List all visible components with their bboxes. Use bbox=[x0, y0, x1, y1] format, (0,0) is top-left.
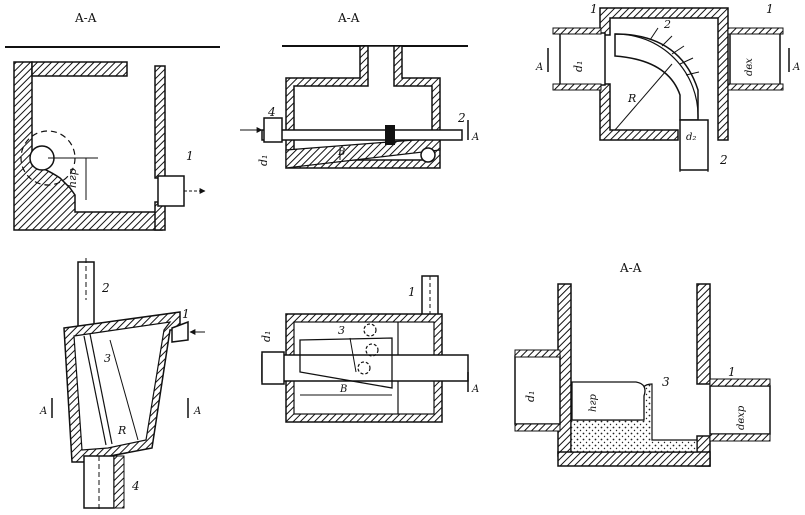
grate-bar bbox=[349, 337, 357, 373]
side-inlet bbox=[171, 320, 189, 343]
grate-line-2 bbox=[89, 333, 113, 445]
step-block bbox=[571, 381, 646, 421]
label-h: hгр bbox=[588, 394, 599, 412]
top-pipe bbox=[77, 261, 95, 333]
figure-2-title: A-A bbox=[337, 11, 360, 25]
label-R: R bbox=[117, 424, 126, 437]
bend-arc bbox=[614, 33, 699, 119]
label-cut-right: A bbox=[792, 62, 800, 73]
label-pipe-1: 1 bbox=[408, 285, 416, 299]
radius-line bbox=[109, 339, 139, 441]
inlet-wall-bottom bbox=[514, 423, 561, 432]
label-cut-left: A bbox=[535, 62, 543, 73]
through-pipe bbox=[261, 129, 463, 141]
grate-trapezoid bbox=[299, 337, 393, 389]
pipe-wall-bottom-r bbox=[727, 83, 784, 91]
arc-hatching bbox=[649, 27, 700, 76]
label-pipe-in-1: 1 bbox=[590, 2, 598, 16]
figure-4-inclined-chamber: 2 3 R 1 4 A A bbox=[39, 258, 205, 512]
label-cut-left: A bbox=[39, 406, 47, 417]
label-d1: d₁ bbox=[260, 331, 273, 342]
drain-circle bbox=[420, 147, 436, 163]
outlet-pipe bbox=[157, 175, 185, 207]
label-B: B bbox=[337, 147, 345, 158]
outlet-pipe-right bbox=[729, 32, 781, 86]
label-cut-right: A bbox=[193, 406, 201, 417]
radius-line bbox=[614, 63, 673, 131]
inlet-pipe-left bbox=[559, 32, 606, 86]
grate-line-1 bbox=[83, 335, 107, 446]
inlet-fitting bbox=[263, 117, 283, 143]
label-pipe-4: 4 bbox=[267, 105, 276, 119]
chamber-wall-hatched bbox=[13, 61, 163, 231]
label-grate-3: 3 bbox=[338, 324, 345, 337]
bend-elbow bbox=[614, 33, 699, 121]
label-d1: d₁ bbox=[257, 155, 270, 166]
label-R: R bbox=[627, 92, 636, 105]
bottom-slab bbox=[557, 451, 711, 467]
bend-box-bottom bbox=[599, 83, 679, 141]
outlet-wall-top bbox=[709, 378, 771, 387]
label-d1: d₁ bbox=[524, 391, 537, 402]
label-pipe-2: 2 bbox=[101, 281, 110, 295]
label-sediment-3: 3 bbox=[662, 375, 670, 389]
label-pipe-1: 1 bbox=[728, 365, 736, 379]
label-h: hгр bbox=[66, 168, 79, 188]
label-pipe-2: 2 bbox=[457, 111, 466, 125]
pipe-flange bbox=[261, 351, 285, 385]
label-d1: d₁ bbox=[572, 61, 585, 72]
grate-dashed-circles bbox=[357, 323, 379, 375]
bottom-pipe-wall bbox=[113, 455, 125, 509]
figure-1-title: A-A bbox=[74, 11, 97, 25]
label-pipe-4: 4 bbox=[131, 479, 140, 493]
figure-6-title: A-A bbox=[619, 261, 642, 275]
label-pipe-out-1: 1 bbox=[766, 2, 774, 16]
pipe-wall-top bbox=[552, 27, 602, 35]
label-dvx: dвх bbox=[744, 58, 755, 76]
right-wall-upper bbox=[696, 283, 711, 385]
label-B: B bbox=[339, 384, 347, 395]
outlet-pipe bbox=[709, 385, 771, 435]
label-cut-A: A bbox=[471, 384, 479, 395]
chamber-interior bbox=[73, 321, 172, 451]
label-outlet-2: 2 bbox=[719, 153, 728, 167]
label-bend-2: 2 bbox=[663, 18, 671, 31]
label-pipe-1: 1 bbox=[186, 149, 194, 163]
outlet-wall-bottom bbox=[709, 433, 771, 442]
figure-2-chamber: A-A 4 2 d₁ B A bbox=[240, 11, 479, 169]
label-grate-3: 3 bbox=[104, 352, 111, 365]
label-pipe-1: 1 bbox=[182, 307, 190, 321]
inlet-wall-top bbox=[514, 349, 561, 358]
figure-5-chamber-plan: 1 3 B d₁ A bbox=[260, 275, 479, 423]
inlet-pipe bbox=[514, 355, 561, 425]
figure-6-sediment-trap: A-A d₁ dвхр 1 hгр 3 bbox=[514, 261, 771, 467]
label-d2: d₂ bbox=[686, 132, 696, 143]
pipe-wall-top-r bbox=[727, 27, 784, 35]
label-dvxr: dвхр bbox=[736, 405, 747, 430]
pipe-wall-bottom bbox=[552, 83, 602, 91]
through-pipe bbox=[261, 354, 469, 382]
right-wall bbox=[154, 65, 166, 179]
top-slab bbox=[31, 61, 128, 77]
label-cut-A: A bbox=[471, 132, 479, 143]
gate-plate bbox=[385, 125, 395, 145]
lower-pipe bbox=[679, 119, 709, 171]
figure-1-vertical-section: A-A 1 hгр bbox=[5, 11, 220, 231]
figure-3-plan-bend: R d₂ 2 2 1 1 d₁ dвх A A bbox=[535, 2, 800, 172]
